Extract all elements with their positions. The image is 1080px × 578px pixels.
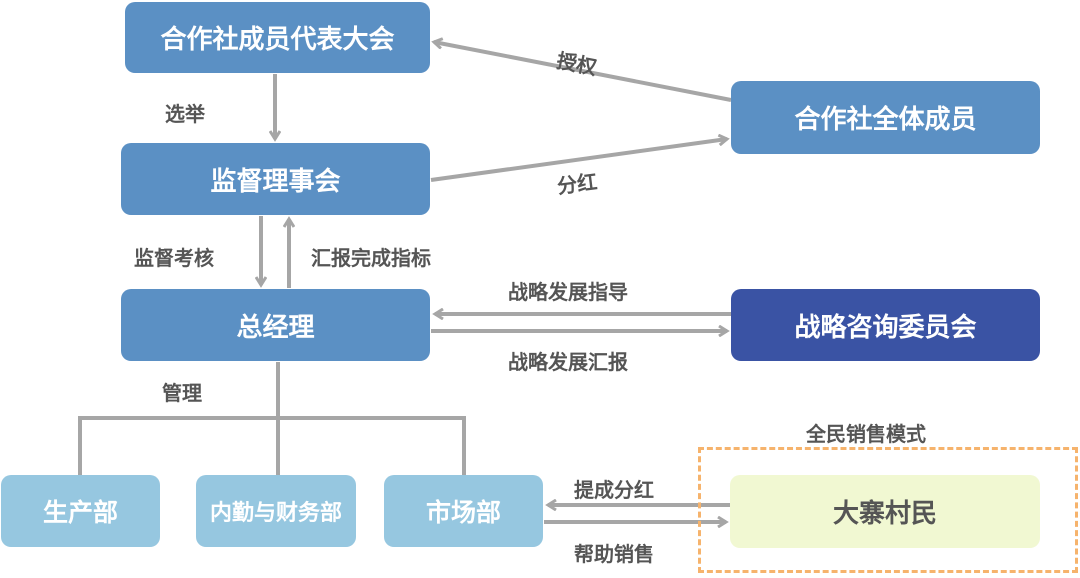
node-villagers[interactable]: 大寨村民 [730,475,1040,548]
node-member-assembly[interactable]: 合作社成员代表大会 [125,2,430,73]
node-production-dept[interactable]: 生产部 [1,475,160,547]
management-branch [78,416,466,475]
arrow-authorize [434,42,732,102]
label-manage: 管理 [162,381,202,405]
label-elect: 选举 [165,102,205,126]
node-all-members[interactable]: 合作社全体成员 [731,81,1040,154]
node-admin-finance-dept[interactable]: 内勤与财务部 [196,475,356,547]
label-supervise: 监督考核 [134,246,214,270]
label-commission: 提成分红 [574,478,654,502]
label-dividend: 分红 [555,169,599,199]
node-general-manager[interactable]: 总经理 [121,289,430,361]
label-strategy-guidance: 战略发展指导 [508,280,628,304]
label-strategy-report: 战略发展汇报 [508,350,628,374]
arrow-dividend [430,139,727,182]
node-strategy-committee[interactable]: 战略咨询委员会 [731,289,1040,361]
group-title: 全民销售模式 [806,422,926,446]
label-report-targets: 汇报完成指标 [311,246,431,270]
label-help-sales: 帮助销售 [574,542,654,566]
node-supervisory-board[interactable]: 监督理事会 [121,143,430,215]
node-marketing-dept[interactable]: 市场部 [384,475,543,547]
all-people-sales-group [698,447,1078,573]
